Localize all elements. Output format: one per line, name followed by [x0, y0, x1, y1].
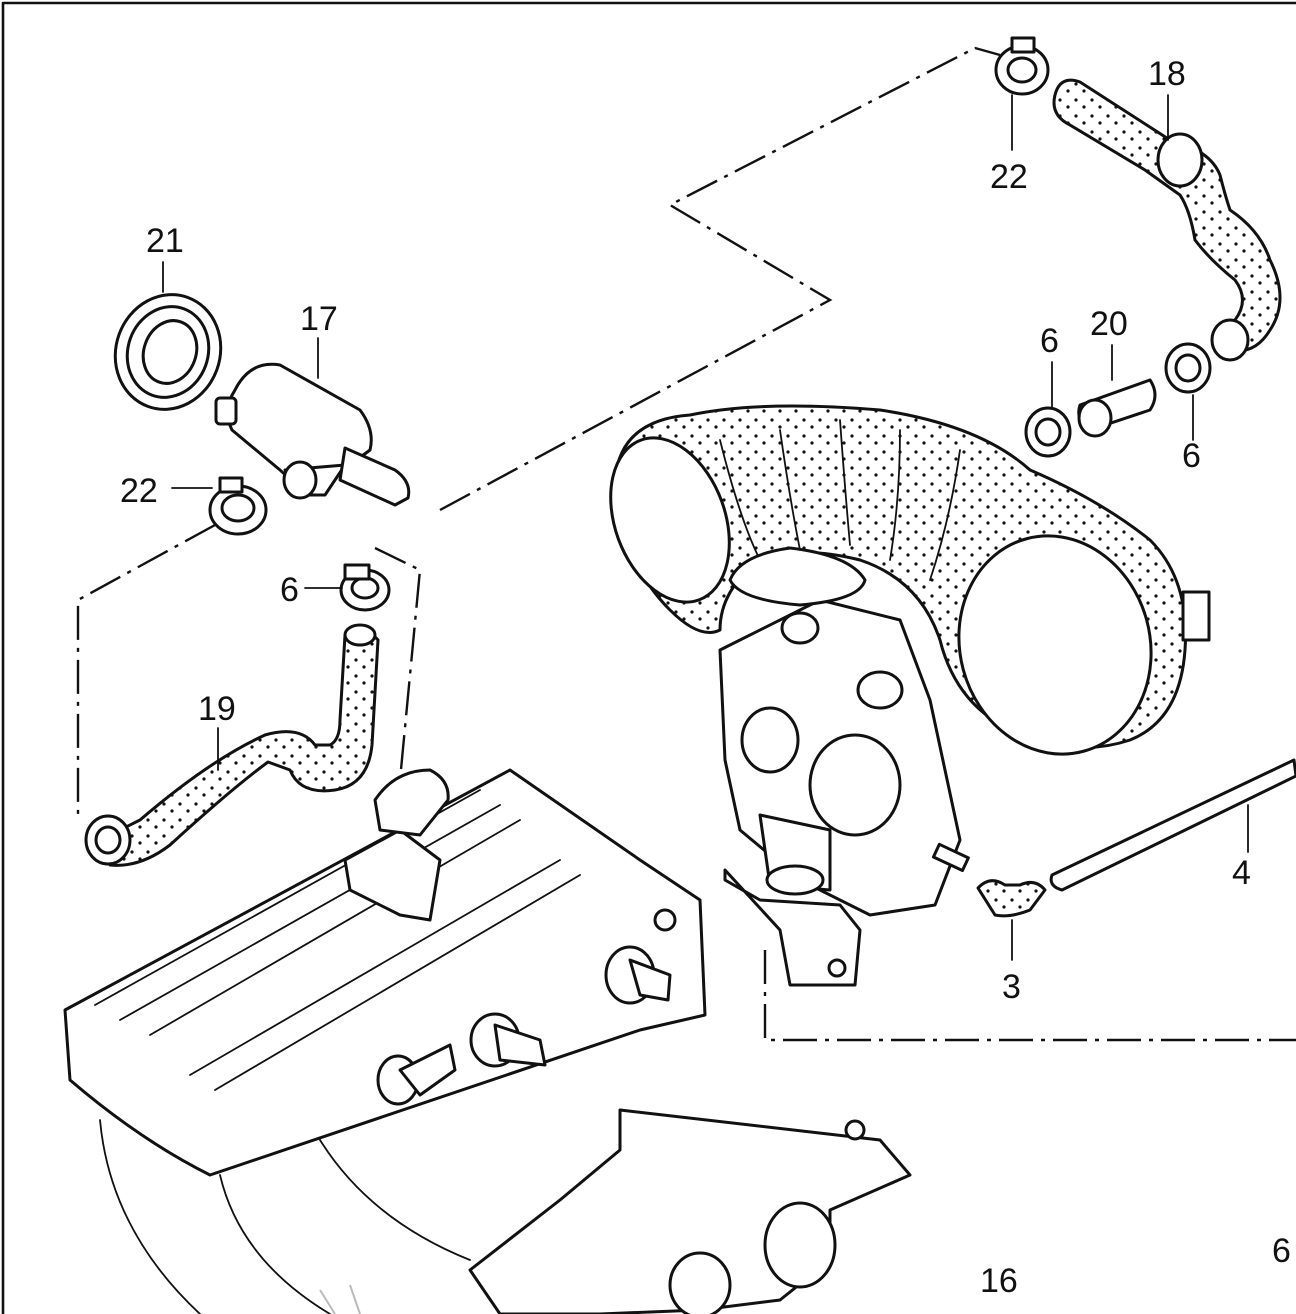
connection-line-manifold — [374, 546, 422, 781]
label-16: 16 — [980, 1262, 1018, 1300]
hose-clamp-part-6-middle — [1024, 406, 1072, 458]
label-21: 21 — [146, 222, 184, 260]
label-20: 20 — [1090, 305, 1128, 343]
label-17: 17 — [300, 300, 338, 338]
elbow-hose-part-3 — [931, 842, 1047, 918]
label-6-upper: 6 — [1040, 322, 1059, 360]
label-4: 4 — [1232, 854, 1251, 892]
hose-clamp-part-22-top — [994, 36, 1050, 96]
hose-part-18 — [1052, 78, 1282, 362]
connection-line-valve-to-hose — [439, 46, 1001, 512]
hose-part-19 — [84, 623, 380, 867]
leader-lines — [162, 94, 1249, 961]
intake-manifold — [63, 768, 707, 1177]
label-22-left: 22 — [120, 472, 158, 510]
label-3: 3 — [1002, 968, 1021, 1006]
manifold-runners — [99, 1108, 912, 1314]
hose-clamp-part-22-left — [208, 476, 268, 536]
label-6-left: 6 — [280, 571, 299, 609]
watermark-shape — [319, 1284, 361, 1314]
label-18: 18 — [1148, 55, 1186, 93]
label-6-bottom: 6 — [1272, 1232, 1291, 1270]
hose-clamp-part-6-right — [1164, 342, 1212, 394]
hose-clamp-part-6-left — [339, 563, 391, 612]
label-19: 19 — [198, 690, 236, 728]
throttle-body — [718, 546, 962, 987]
tube-part-4 — [1049, 758, 1296, 892]
connection-line-hose19-to-clamp — [76, 523, 216, 820]
connection-line-throttle-to-right — [763, 950, 1296, 1042]
label-6-right: 6 — [1182, 437, 1201, 475]
label-22-top: 22 — [990, 158, 1028, 196]
air-intake-boot — [609, 404, 1211, 756]
connector-part-20 — [1077, 378, 1157, 438]
sealing-ring-part-21 — [113, 293, 223, 411]
valve-part-17 — [214, 362, 411, 507]
